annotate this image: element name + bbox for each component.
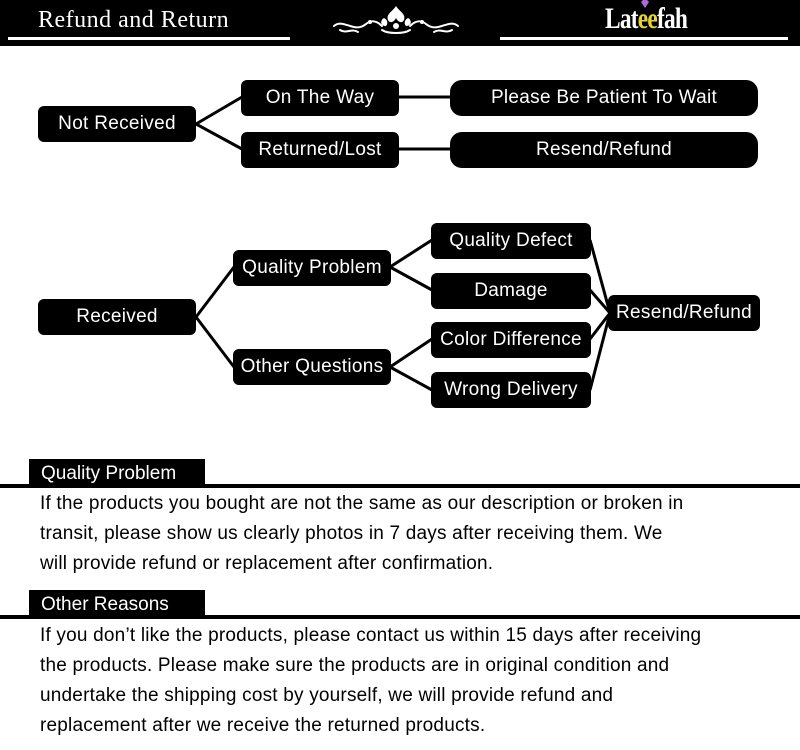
gem-icon: [641, 0, 649, 8]
node-wrong-delivery: Wrong Delivery: [431, 372, 591, 408]
brand-logo-part: Lat: [605, 2, 639, 35]
node-returned-lost: Returned/Lost: [241, 132, 399, 168]
connector: [389, 365, 433, 392]
return-flow-diagram: Not Received On The Way Returned/Lost Pl…: [38, 80, 760, 408]
connector: [389, 265, 433, 292]
connector: [389, 238, 433, 269]
node-other-questions: Other Questions: [233, 349, 391, 385]
section-heading-other-reasons: Other Reasons: [29, 590, 205, 619]
node-received: Received: [38, 299, 196, 335]
section-divider: [0, 484, 800, 488]
section-divider: [0, 615, 800, 619]
connector: [195, 95, 243, 126]
connector: [588, 289, 612, 314]
connector: [389, 337, 433, 369]
body-line: transit, please show us clearly photos i…: [40, 523, 663, 544]
node-on-the-way: On The Way: [241, 80, 399, 116]
body-line: If the products you bought are not the s…: [40, 493, 684, 514]
node-not-received: Not Received: [38, 106, 196, 142]
brand-logo: Lateefah: [605, 2, 688, 36]
connector-lines: [194, 95, 612, 392]
connector: [588, 312, 612, 340]
node-color-difference: Color Difference: [431, 322, 591, 358]
section-body-quality-problem: If the products you bought are not the s…: [40, 489, 780, 579]
header-underline-left: [8, 37, 290, 40]
connector: [588, 312, 612, 391]
section-body-other-reasons: If you don’t like the products, please c…: [40, 621, 780, 741]
brand-logo-part: fah: [656, 2, 688, 35]
floral-ornament-icon: [333, 6, 459, 34]
header-underline-right: [500, 37, 788, 40]
node-received-resend-refund: Resend/Refund: [608, 295, 760, 331]
body-line: undertake the shipping cost by yourself,…: [40, 685, 614, 706]
page-title: Refund and Return: [38, 7, 230, 33]
connector: [195, 122, 243, 151]
connector: [194, 316, 236, 368]
connector: [194, 266, 236, 318]
section-heading-quality-problem: Quality Problem: [29, 459, 205, 488]
node-please-wait: Please Be Patient To Wait: [450, 80, 758, 116]
body-line: will provide refund or replacement after…: [40, 553, 494, 574]
node-quality-problem: Quality Problem: [233, 250, 391, 286]
node-quality-defect: Quality Defect: [431, 223, 591, 259]
body-line: If you don’t like the products, please c…: [40, 625, 702, 646]
brand-logo-accent: ee: [637, 2, 658, 35]
node-resend-refund: Resend/Refund: [450, 132, 758, 168]
node-damage: Damage: [431, 273, 591, 309]
body-line: replacement after we receive the returne…: [40, 715, 486, 736]
header-banner: Refund and Return Lateefah: [0, 0, 800, 46]
body-line: the products. Please make sure the produ…: [40, 655, 670, 676]
connector: [588, 239, 612, 314]
